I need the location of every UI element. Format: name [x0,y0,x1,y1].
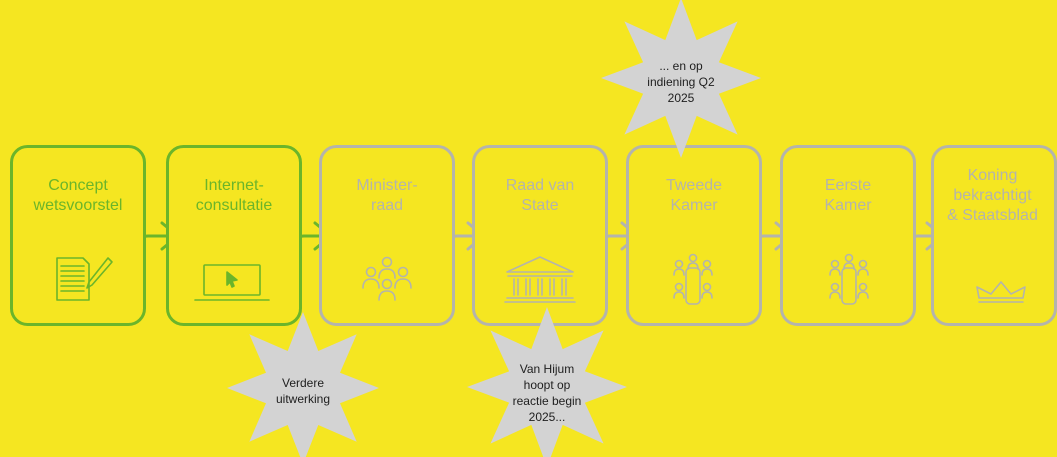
step-box-ministerraad [319,145,455,326]
callout-text-tweede-kamer: ... en op indiening Q2 2025 [647,59,715,105]
step-box-concept [10,145,146,326]
laptop-cursor-icon [194,264,270,301]
meeting-table-icon [673,253,713,305]
step-label-eerste-kamer: Eerste Kamer [824,177,872,214]
crown-icon [976,281,1026,303]
step-label-koning: Koning bekrachtigt & Staatsblad [947,167,1038,224]
callout-star-tweede-kamer [601,0,761,158]
step-box-raad-van-state [472,145,608,326]
callout-text-verdere-uitwerking: Verdere uitwerking [275,376,331,406]
step-label-concept: Concept wetsvoorstel [33,177,123,214]
step-box-internetconsultatie [166,145,302,326]
step-box-eerste-kamer [780,145,916,326]
people-group-icon [362,256,412,301]
step-label-internetconsultatie: Internet- consultatie [195,177,273,214]
callout-star-raad-van-state [467,307,627,457]
step-box-koning [931,145,1057,326]
step-label-ministerraad: Minister- raad [356,177,418,214]
document-pen-icon [56,257,113,301]
meeting-table-icon [829,253,869,305]
step-box-tweede-kamer [626,145,762,326]
callout-star-verdere-uitwerking [227,312,379,457]
step-label-raad-van-state: Raad van State [505,177,575,214]
step-label-tweede-kamer: Tweede Kamer [665,177,723,214]
callout-text-raad-van-state: Van Hijum hoopt op reactie begin 2025... [512,362,582,424]
government-building-icon [504,256,576,303]
